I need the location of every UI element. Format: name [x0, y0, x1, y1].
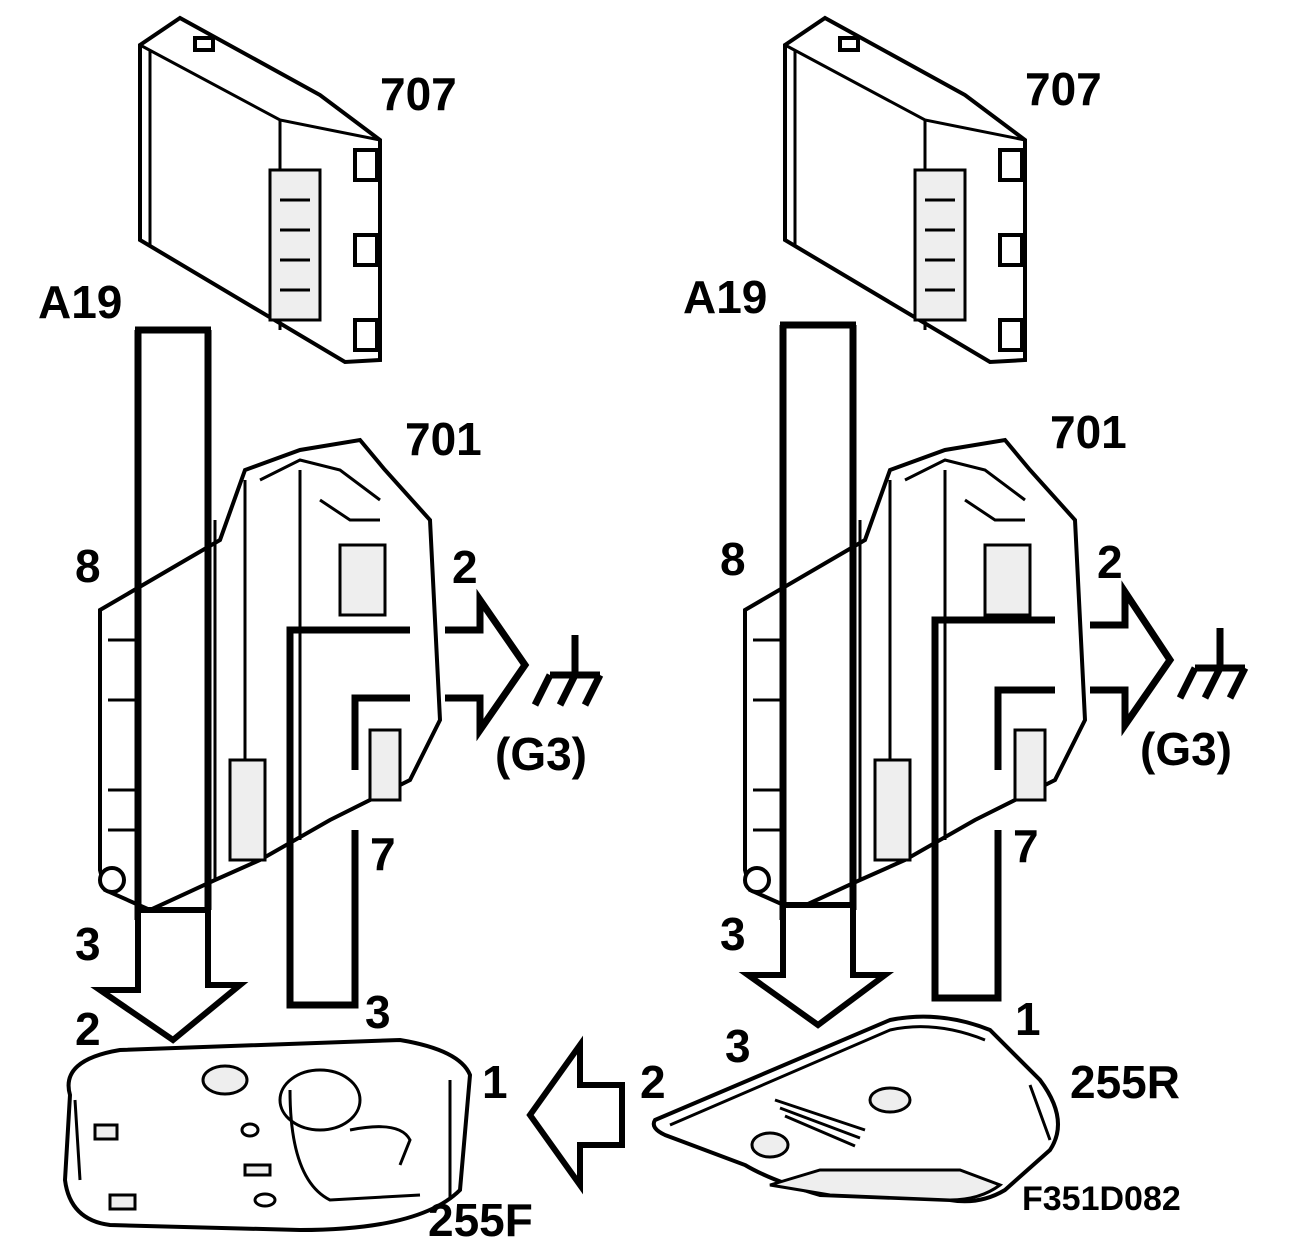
right-lamp-grille	[774, 1098, 866, 1148]
left-lamp-label: 255F	[428, 1194, 533, 1246]
right-pin-3: 3	[720, 908, 746, 960]
right-fusebox-701	[743, 437, 1088, 913]
left-ground-label: (G3)	[495, 728, 587, 780]
right-lamp-255r	[651, 1014, 1060, 1204]
left-ecu-label: 707	[380, 68, 457, 120]
left-connector-1: 1	[482, 1056, 508, 1108]
right-ground-label: (G3)	[1140, 723, 1232, 775]
left-fusebox-label: 701	[405, 413, 482, 465]
right-panel: 707 A19 701 8 2 (G3) 7 3 1 3 2 255R	[640, 15, 1249, 1204]
left-module-label: A19	[38, 276, 122, 328]
right-pin-2: 2	[1097, 536, 1123, 588]
figure-code: F351D082	[1022, 1180, 1181, 1218]
right-module-label: A19	[683, 271, 767, 323]
left-connector-2: 2	[75, 1003, 101, 1055]
right-ecu-label: 707	[1025, 63, 1102, 115]
right-connector-2: 2	[640, 1056, 666, 1108]
left-ground-icon	[531, 635, 604, 707]
left-pin-3-a: 3	[75, 918, 101, 970]
left-ground-arrow	[445, 588, 604, 742]
right-lamp-label: 255R	[1070, 1056, 1180, 1108]
right-ground-icon	[1176, 628, 1249, 700]
left-pin7-channel	[286, 626, 410, 1009]
right-a19-channel	[738, 321, 895, 1029]
right-fusebox-label: 701	[1050, 406, 1127, 458]
right-pin-8: 8	[720, 533, 746, 585]
right-connector-1-top: 1	[1015, 993, 1041, 1045]
right-pin7-channel	[931, 616, 1055, 1002]
right-connector-3: 3	[725, 1020, 751, 1072]
left-lamp-arrow	[526, 1035, 625, 1195]
right-pin-7: 7	[1013, 820, 1039, 872]
left-fusebox-701	[98, 437, 443, 913]
left-lamp-255f	[62, 1037, 473, 1233]
left-pin-7: 7	[370, 828, 396, 880]
left-pin-2: 2	[452, 541, 478, 593]
right-ecu-707	[783, 15, 1027, 365]
left-a19-channel	[90, 326, 249, 1044]
left-pin-8: 8	[75, 540, 101, 592]
right-ground-arrow	[1090, 580, 1249, 737]
left-panel: 707 A19 701 8 2 (G3) 7 3 3 2 1 255F	[38, 15, 625, 1246]
left-ecu-707	[138, 15, 382, 365]
left-pin-3-b: 3	[365, 986, 391, 1038]
